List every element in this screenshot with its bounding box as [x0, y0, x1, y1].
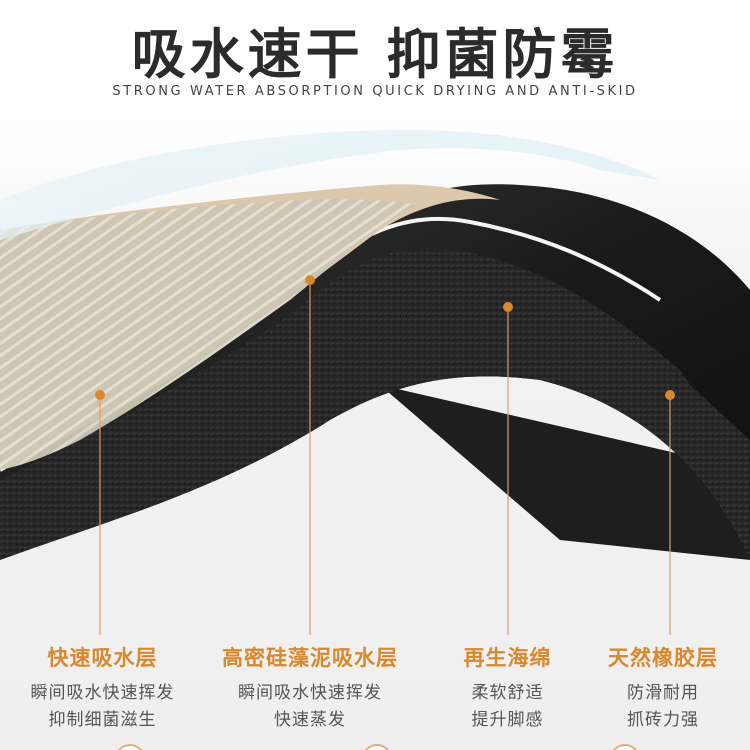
- page-title: 吸水速干 抑菌防霉: [131, 23, 619, 86]
- layer-desc: 瞬间吸水快速挥发 快速蒸发: [205, 680, 415, 734]
- layer-name: 高密硅藻泥吸水层: [222, 646, 398, 670]
- glass-top: [0, 129, 660, 240]
- layer-desc-line: 瞬间吸水快速挥发: [30, 683, 175, 703]
- layer-desc-line: 提升脚感: [471, 710, 544, 730]
- layer-label-1: 快速吸水层 瞬间吸水快速挥发 抑制细菌滋生: [0, 642, 205, 734]
- layer-desc-line: 抑制细菌滋生: [48, 710, 157, 730]
- layer-desc-line: 柔软舒适: [471, 683, 544, 703]
- sponge-layer: [0, 248, 690, 520]
- pointer-dot-3: [503, 302, 513, 312]
- layer-label-3: 再生海绵 柔软舒适 提升脚感: [440, 642, 575, 734]
- layer-desc-line: 瞬间吸水快速挥发: [238, 683, 382, 703]
- pointer-dot-1: [95, 390, 105, 400]
- pointer-dot-2: [305, 275, 315, 285]
- sponge-layer-lower: [0, 300, 750, 560]
- top-stripe-layer: [0, 199, 420, 471]
- layer-desc-line: 防滑耐用: [627, 683, 699, 703]
- layer-name: 再生海绵: [463, 646, 552, 670]
- layer-desc-line: 抓砖力强: [627, 710, 699, 730]
- page-subtitle: STRONG WATER ABSORPTION QUICK DRYING AND…: [112, 84, 638, 99]
- layer-label-4: 天然橡胶层 防滑耐用 抓砖力强: [588, 642, 738, 734]
- layer-desc: 柔软舒适 提升脚感: [440, 680, 575, 734]
- layer-name: 天然橡胶层: [608, 646, 718, 670]
- layer-name: 快速吸水层: [47, 646, 158, 670]
- layer-desc-line: 快速蒸发: [274, 710, 346, 730]
- floor-shadow: [380, 385, 750, 560]
- layer-desc: 瞬间吸水快速挥发 抑制细菌滋生: [0, 680, 205, 734]
- layer-label-2: 高密硅藻泥吸水层 瞬间吸水快速挥发 快速蒸发: [205, 642, 415, 734]
- layer-desc: 防滑耐用 抓砖力强: [588, 680, 738, 734]
- pointer-dot-4: [665, 390, 675, 400]
